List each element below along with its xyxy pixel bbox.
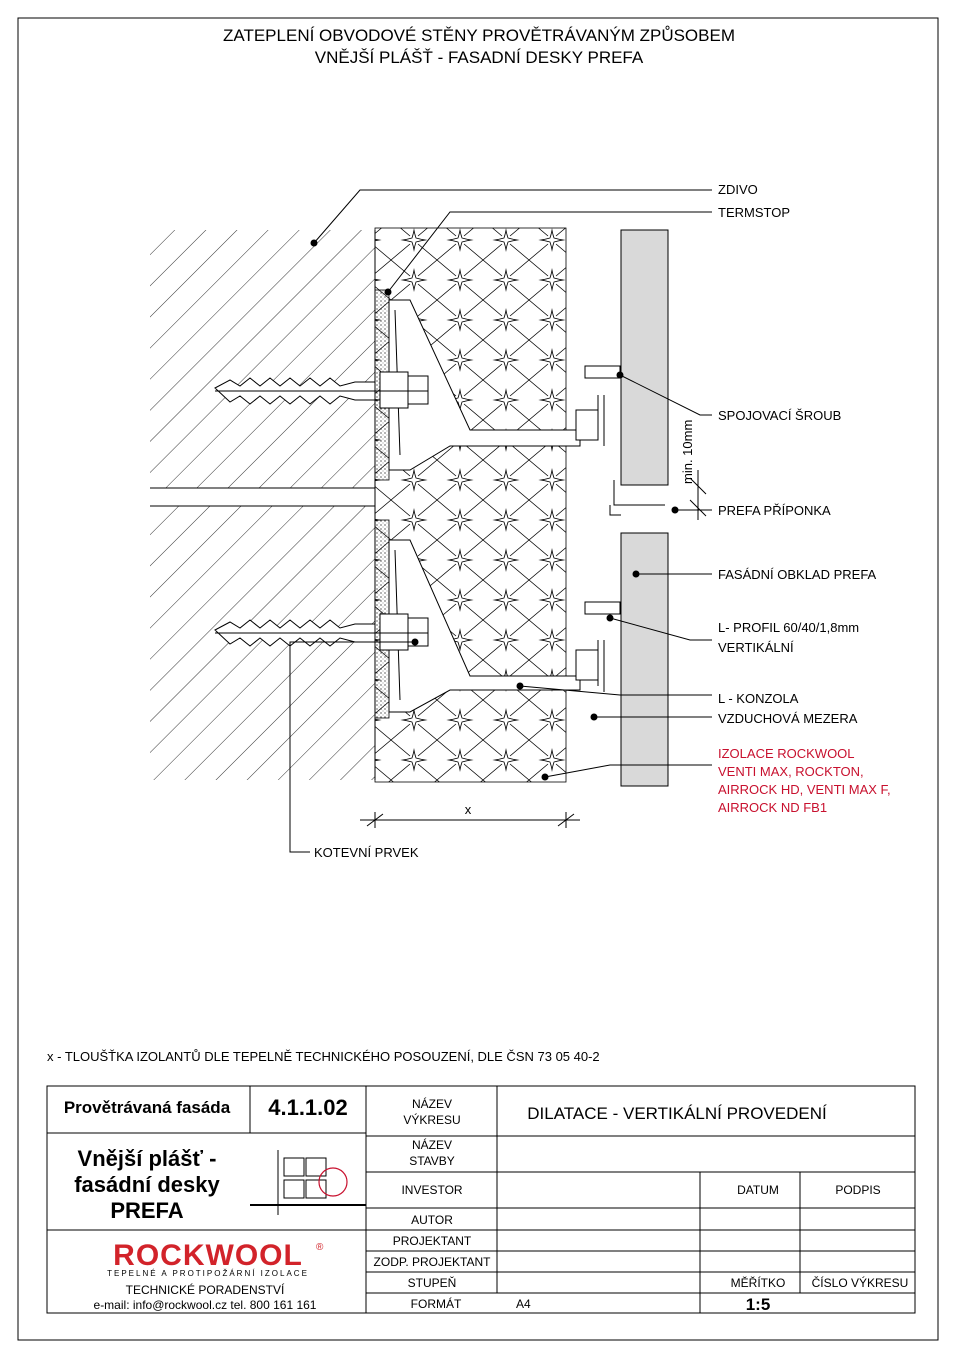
label-izolace-3: AIRROCK HD, VENTI MAX F, xyxy=(718,782,891,797)
anchor-bolt-lower xyxy=(214,613,429,651)
tb-nazev-stavby-2: STAVBY xyxy=(409,1154,455,1168)
masonry-wall xyxy=(150,230,376,780)
x-dimension xyxy=(360,812,580,828)
tb-nazev-stavby-1: NÁZEV xyxy=(412,1137,452,1152)
anchor-bolt-upper xyxy=(214,371,429,409)
tb-scale-value: 1:5 xyxy=(746,1295,771,1314)
tb-subject-line1: Vnější plášť - xyxy=(78,1146,217,1171)
label-spojovaci-sroub: SPOJOVACÍ ŠROUB xyxy=(718,408,841,423)
tb-podpis: PODPIS xyxy=(835,1183,880,1197)
tb-advice: TECHNICKÉ PORADENSTVÍ xyxy=(126,1282,285,1297)
tb-zodp-projektant: ZODP. PROJEKTANT xyxy=(374,1255,492,1269)
tb-nazev-vykresu-1: NÁZEV xyxy=(412,1096,452,1111)
l-profile-vertical xyxy=(597,395,605,692)
tb-drawing-name: DILATACE - VERTIKÁLNÍ PROVEDENÍ xyxy=(527,1104,827,1123)
tb-investor: INVESTOR xyxy=(401,1183,462,1197)
tb-format: FORMÁT xyxy=(411,1296,462,1311)
label-fasadni-obklad: FASÁDNÍ OBKLAD PREFA xyxy=(718,567,877,582)
thickness-note: x - TLOUŠŤKA IZOLANTŮ DLE TEPELNĚ TECHNI… xyxy=(47,1049,600,1064)
label-prefa-priponka: PREFA PŘÍPONKA xyxy=(718,503,831,518)
tb-subject-line3: PREFA xyxy=(110,1198,183,1223)
prefa-cladding xyxy=(609,229,669,787)
drawing-title-line2: VNĚJŠÍ PLÁŠŤ - FASADNÍ DESKY PREFA xyxy=(315,48,644,67)
tb-thumbnail-icon xyxy=(250,1150,366,1215)
label-l-profil-1: L- PROFIL 60/40/1,8mm xyxy=(718,620,859,635)
label-l-konzola: L - KONZOLA xyxy=(718,691,799,706)
tb-subject-line2: fasádní desky xyxy=(74,1172,220,1197)
label-termstop: TERMSTOP xyxy=(718,205,790,220)
leader-lines xyxy=(289,189,712,853)
tb-projektant: PROJEKTANT xyxy=(393,1234,472,1248)
label-l-profil-2: VERTIKÁLNÍ xyxy=(718,640,794,655)
gap-dimension-label: min. 10mm xyxy=(680,420,695,484)
label-zdivo: ZDIVO xyxy=(718,182,758,197)
tb-contact: e-mail: info@rockwool.cz tel. 800 161 16… xyxy=(94,1298,317,1312)
rockwool-logo-reg: ® xyxy=(316,1242,324,1253)
rockwool-tagline: TEPELNÉ A PROTIPOŽÁRNÍ IZOLACE xyxy=(107,1269,309,1278)
tb-nazev-vykresu-2: VÝKRESU xyxy=(403,1112,460,1127)
label-izolace-2: VENTI MAX, ROCKTON, xyxy=(718,764,864,779)
tb-category: Provětrávaná fasáda xyxy=(64,1098,231,1117)
tb-autor: AUTOR xyxy=(411,1213,453,1227)
label-vzduchova-mezera: VZDUCHOVÁ MEZERA xyxy=(718,711,858,726)
tb-code: 4.1.1.02 xyxy=(268,1095,348,1120)
tb-meritko: MĚŘÍTKO xyxy=(731,1275,786,1290)
rockwool-logo: ROCKWOOL xyxy=(113,1239,303,1272)
x-dimension-label: x xyxy=(465,802,472,817)
label-izolace-1: IZOLACE ROCKWOOL xyxy=(718,746,855,761)
drawing-title-line1: ZATEPLENÍ OBVODOVÉ STĚNY PROVĚTRÁVANÝM Z… xyxy=(223,26,735,45)
tb-cislo-vykresu: ČÍSLO VÝKRESU xyxy=(812,1275,909,1290)
tb-stupen: STUPEŇ xyxy=(408,1275,457,1290)
label-kotevni-prvek: KOTEVNÍ PRVEK xyxy=(314,845,419,860)
gap-dimension xyxy=(689,470,707,520)
sheet-border xyxy=(17,17,939,1341)
label-izolace-4: AIRROCK ND FB1 xyxy=(718,800,827,815)
tb-format-value: A4 xyxy=(516,1297,531,1311)
title-block xyxy=(46,1085,916,1314)
tb-datum: DATUM xyxy=(737,1183,779,1197)
connecting-screws xyxy=(575,365,621,681)
